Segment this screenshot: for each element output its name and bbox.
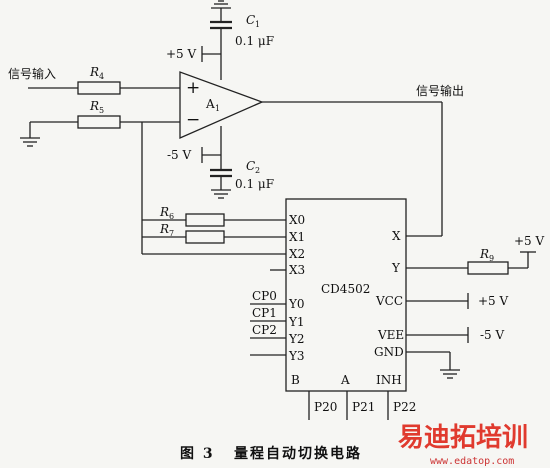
pin-vcc: VCC (375, 294, 403, 308)
c2-subscript: 2 (255, 166, 260, 175)
r9-letter: R (479, 247, 489, 261)
r4-subscript: 4 (99, 72, 104, 81)
pin-x1: X1 (289, 230, 305, 244)
pin-x0: X0 (289, 213, 305, 227)
r7-letter: R (159, 222, 169, 236)
pin-b: B (291, 373, 300, 387)
c2-value: 0.1 μF (235, 177, 274, 191)
c1-subscript: 1 (255, 20, 260, 29)
figure-title: 量程自动切换电路 (234, 445, 362, 462)
pin-x3: X3 (289, 263, 305, 277)
opamp-vminus-label: -5 V (167, 148, 192, 162)
opamp-letter: A (205, 97, 215, 111)
c1-letter: C (246, 13, 255, 27)
pin-x: X (392, 229, 401, 243)
vcc-supply-label: +5 V (478, 294, 509, 308)
cp0-label: CP0 (252, 289, 277, 303)
signal-input-label: 信号输入 (8, 66, 56, 81)
pin-gnd: GND (374, 345, 404, 359)
capacitor-c2 (210, 155, 232, 199)
resistor-r9 (467, 261, 509, 275)
resistor-r7 (185, 230, 225, 244)
opamp-a1 (179, 71, 264, 139)
chip-name: CD4502 (321, 282, 370, 296)
port-p22: P22 (393, 400, 416, 414)
c2-letter: C (246, 159, 255, 173)
r9-subscript: 9 (489, 254, 494, 263)
vee-supply-label: -5 V (480, 328, 505, 342)
r5-subscript: 5 (99, 106, 104, 115)
signal-output-label: 信号输出 (416, 83, 464, 98)
port-p20: P20 (314, 400, 337, 414)
capacitor-c1 (210, 0, 232, 54)
watermark-url: www.edatop.com (430, 456, 514, 467)
pin-y: Y (391, 261, 401, 275)
resistor-r5 (77, 115, 121, 129)
r5-letter: R (89, 99, 99, 113)
r7-subscript: 7 (169, 229, 174, 238)
r4-letter: R (89, 65, 99, 79)
opamp-minus-sign: − (186, 110, 200, 130)
pin-x2: X2 (289, 247, 305, 261)
pin-inh: INH (376, 373, 402, 387)
opamp-subscript: 1 (215, 104, 220, 113)
pin-y0: Y0 (288, 297, 305, 311)
watermark-brand: 易迪拓培训 (398, 423, 528, 453)
figure-number: 图 3 (180, 446, 215, 462)
c1-value: 0.1 μF (235, 34, 274, 48)
cp2-label: CP2 (252, 323, 277, 337)
chip-cd4502 (285, 198, 407, 392)
port-p21: P21 (352, 400, 375, 414)
cp1-label: CP1 (252, 306, 277, 320)
opamp-vplus-label: +5 V (166, 47, 197, 61)
pin-y1: Y1 (288, 315, 305, 329)
resistor-r6 (185, 213, 225, 227)
pin-y3: Y3 (288, 349, 305, 363)
pin-a: A (340, 373, 350, 387)
resistor-r4 (77, 81, 121, 95)
r6-subscript: 6 (169, 212, 174, 221)
pin-vee: VEE (377, 328, 404, 342)
opamp-plus-sign: + (186, 78, 200, 98)
r6-letter: R (159, 205, 169, 219)
r9-supply-label: +5 V (514, 234, 545, 248)
pin-y2: Y2 (288, 332, 305, 346)
